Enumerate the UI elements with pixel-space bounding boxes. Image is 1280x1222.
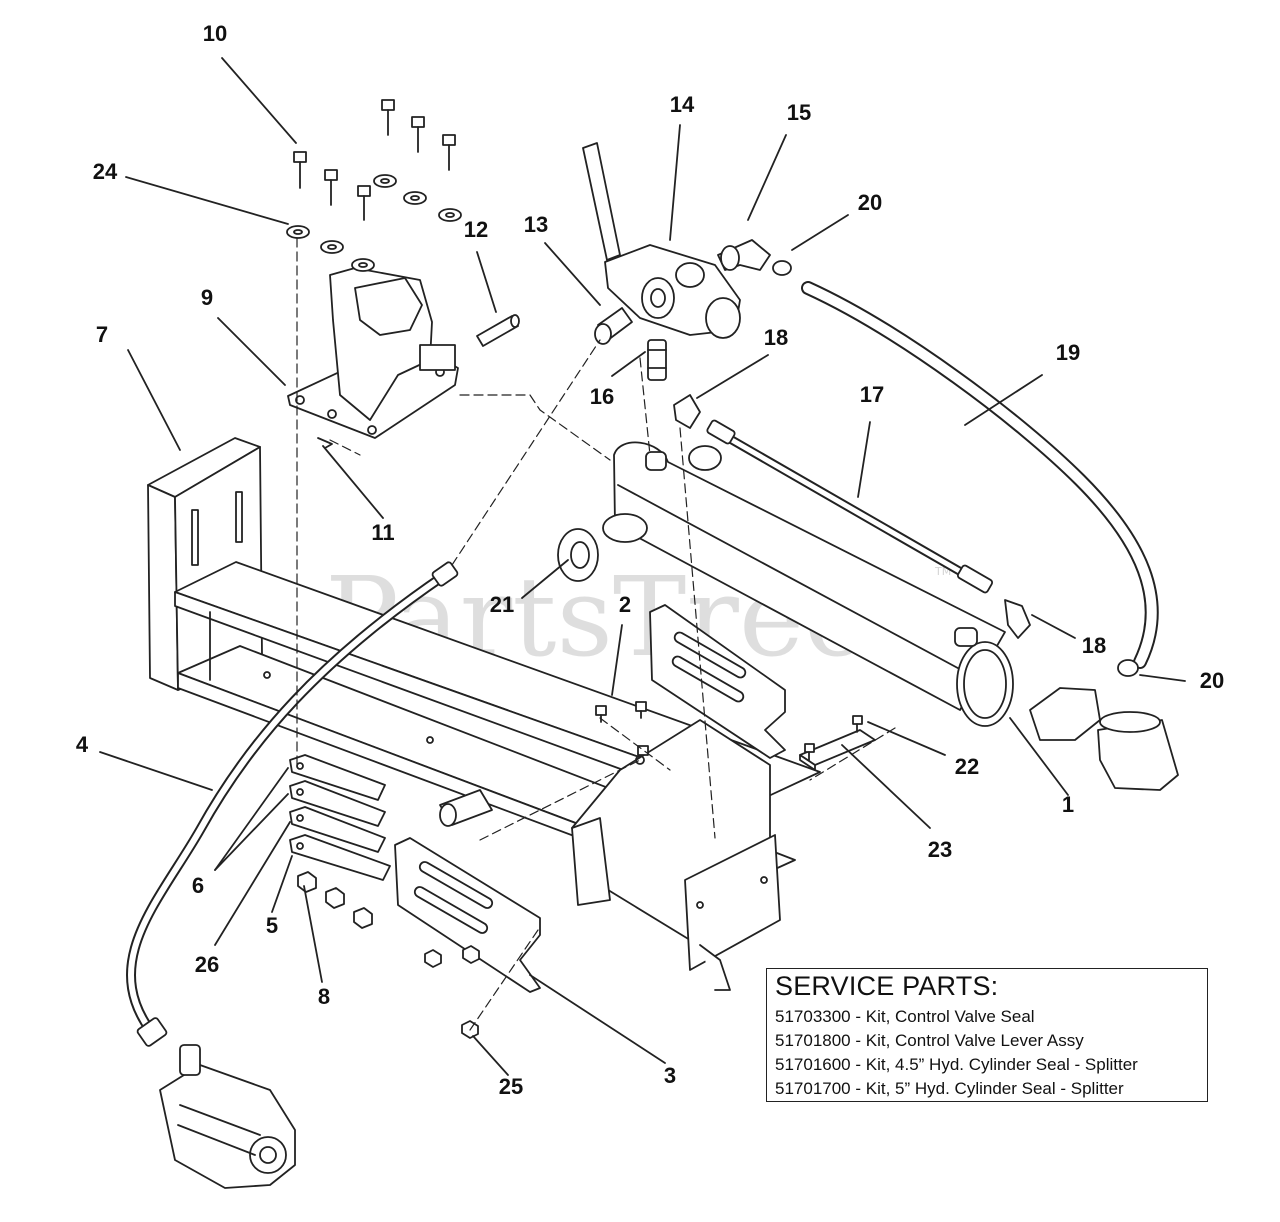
washers-24 <box>286 174 462 272</box>
callout-16: 16 <box>590 384 614 409</box>
callout-18-lower: 18 <box>1082 633 1106 658</box>
callout-6: 6 <box>192 873 204 898</box>
callout-15: 15 <box>787 100 811 125</box>
callout-5: 5 <box>266 913 278 938</box>
callout-7: 7 <box>96 322 108 347</box>
leader-lines <box>99 57 1186 1076</box>
callout-8: 8 <box>318 984 330 1009</box>
cradle-plate-front <box>394 837 541 993</box>
callout-21: 21 <box>490 592 514 617</box>
hydraulic-hose-17 <box>706 419 994 594</box>
callout-11: 11 <box>371 520 394 545</box>
callout-13: 13 <box>524 212 548 237</box>
bolts-22 <box>804 715 863 761</box>
elbow-fitting <box>717 239 771 271</box>
callout-20-upper: 20 <box>858 190 882 215</box>
callout-22: 22 <box>955 754 979 779</box>
callout-24: 24 <box>93 159 118 184</box>
callout-14: 14 <box>670 92 695 117</box>
callout-12: 12 <box>464 217 488 242</box>
nuts-8 <box>297 871 373 929</box>
service-parts-box: SERVICE PARTS: 51703300 - Kit, Control V… <box>766 968 1208 1102</box>
filter-assembly <box>1029 687 1179 791</box>
control-valve <box>582 142 741 339</box>
cradle-plate-rear <box>649 604 786 759</box>
hydraulic-pump <box>159 1044 296 1189</box>
callout-23: 23 <box>928 837 952 862</box>
seal-washer <box>557 528 599 582</box>
callout-1: 1 <box>1062 792 1074 817</box>
callout-3: 3 <box>664 1063 676 1088</box>
return-hose-19 <box>801 281 1159 669</box>
wedge-assembly <box>287 267 459 439</box>
callout-2: 2 <box>619 592 631 617</box>
hose-clamp-upper <box>772 260 792 276</box>
fitting-16 <box>647 339 667 381</box>
pressure-hose-4 <box>126 561 459 1047</box>
elbow-fitting-18-lower <box>1004 599 1031 639</box>
service-parts-title: SERVICE PARTS: <box>775 971 999 1001</box>
callout-17: 17 <box>860 382 884 407</box>
elbow-fitting-18-upper <box>673 394 701 429</box>
assembly-lines <box>296 237 896 1031</box>
service-part-row: 51701700 - Kit, 5” Hyd. Cylinder Seal - … <box>775 1079 1124 1098</box>
callout-numbers: 1 2 3 4 5 6 7 8 9 10 11 12 13 14 15 16 1… <box>76 21 1224 1099</box>
clip-11 <box>317 437 333 449</box>
service-part-row: 51703300 - Kit, Control Valve Seal <box>775 1007 1035 1026</box>
nuts-25 <box>424 945 480 1039</box>
carriage-tube <box>439 789 493 827</box>
bolts-2 <box>595 701 649 756</box>
callout-10: 10 <box>203 21 227 46</box>
callout-18-upper: 18 <box>764 325 788 350</box>
service-part-row: 51701600 - Kit, 4.5” Hyd. Cylinder Seal … <box>775 1055 1138 1074</box>
bolts-10 <box>293 99 456 221</box>
hydraulic-cylinder <box>602 441 1014 727</box>
callout-9: 9 <box>201 285 213 310</box>
callout-20-lower: 20 <box>1200 668 1224 693</box>
callout-19: 19 <box>1056 340 1080 365</box>
callout-26: 26 <box>195 952 219 977</box>
callout-25: 25 <box>499 1074 523 1099</box>
pin-12 <box>476 314 520 347</box>
service-part-row: 51701800 - Kit, Control Valve Lever Assy <box>775 1031 1084 1050</box>
hose-clamp-lower <box>1117 659 1139 677</box>
callout-4: 4 <box>76 732 89 757</box>
fitting-13 <box>594 307 633 345</box>
guide-plates <box>289 754 391 881</box>
carriage-weldment <box>571 719 781 991</box>
